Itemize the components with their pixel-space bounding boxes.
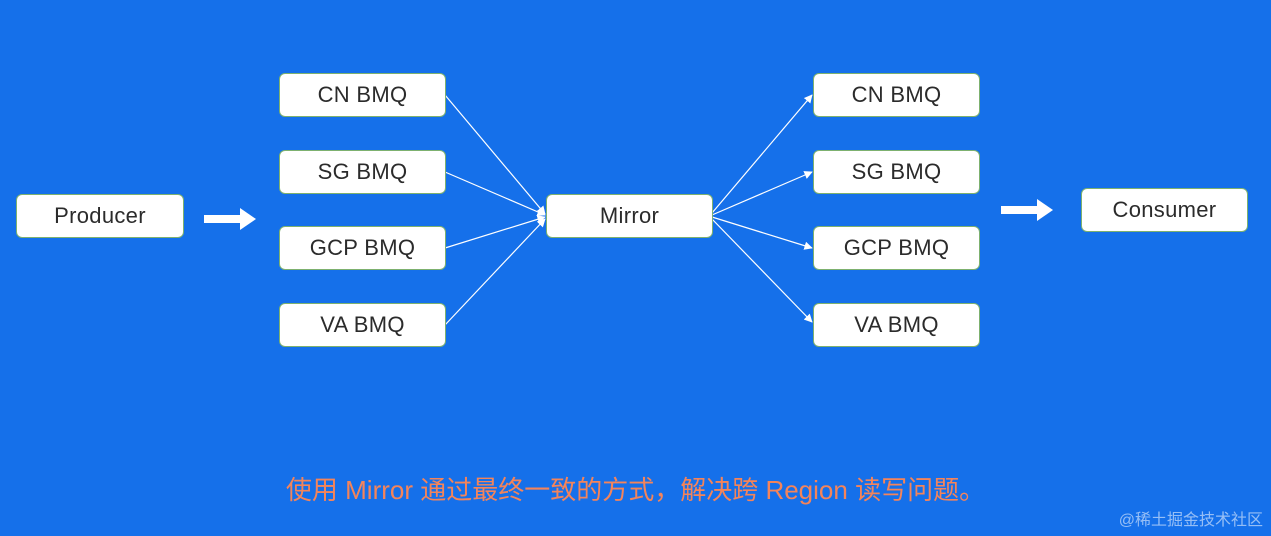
edge-mirror-to-sg xyxy=(711,171,813,216)
left-bmq-sg-label: SG BMQ xyxy=(317,159,408,184)
left-bmq-gcp-label: GCP BMQ xyxy=(309,235,416,260)
edge-cn-to-mirror xyxy=(444,94,546,215)
left-bmq-gcp: GCP BMQ xyxy=(279,226,446,270)
diagram-caption: 使用 Mirror 通过最终一致的方式，解决跨 Region 读写问题。 xyxy=(285,475,986,505)
right-bmq-sg-label: SG BMQ xyxy=(851,159,942,184)
mirror-node: Mirror xyxy=(546,194,713,238)
left-bmq-va-label: VA BMQ xyxy=(320,312,405,337)
right-bmq-gcp: GCP BMQ xyxy=(813,226,980,270)
edge-sg-to-mirror xyxy=(444,171,546,216)
right-bmq-va: VA BMQ xyxy=(813,303,980,347)
edge-mirror-to-gcp xyxy=(711,216,813,250)
left-bmq-cn: CN BMQ xyxy=(279,73,446,117)
producer-node: Producer xyxy=(16,194,184,238)
edge-va-to-mirror xyxy=(444,218,546,326)
block-arrow-producer-icon xyxy=(204,208,256,230)
right-bmq-sg: SG BMQ xyxy=(813,150,980,194)
edge-mirror-to-va xyxy=(711,218,813,323)
left-bmq-va: VA BMQ xyxy=(279,303,446,347)
mirror-label: Mirror xyxy=(599,203,660,228)
edge-mirror-to-cn xyxy=(711,94,813,214)
right-bmq-cn: CN BMQ xyxy=(813,73,980,117)
edge-gcp-to-mirror xyxy=(444,215,546,249)
right-bmq-cn-label: CN BMQ xyxy=(851,82,942,107)
producer-label: Producer xyxy=(54,203,146,228)
block-arrow-consumer-icon xyxy=(1001,199,1053,221)
left-bmq-sg: SG BMQ xyxy=(279,150,446,194)
right-bmq-gcp-label: GCP BMQ xyxy=(843,235,950,260)
consumer-node: Consumer xyxy=(1081,188,1248,232)
watermark-text: @稀土掘金技术社区 xyxy=(1118,512,1263,529)
right-bmq-va-label: VA BMQ xyxy=(854,312,939,337)
left-bmq-cn-label: CN BMQ xyxy=(317,82,408,107)
consumer-label: Consumer xyxy=(1112,197,1217,222)
